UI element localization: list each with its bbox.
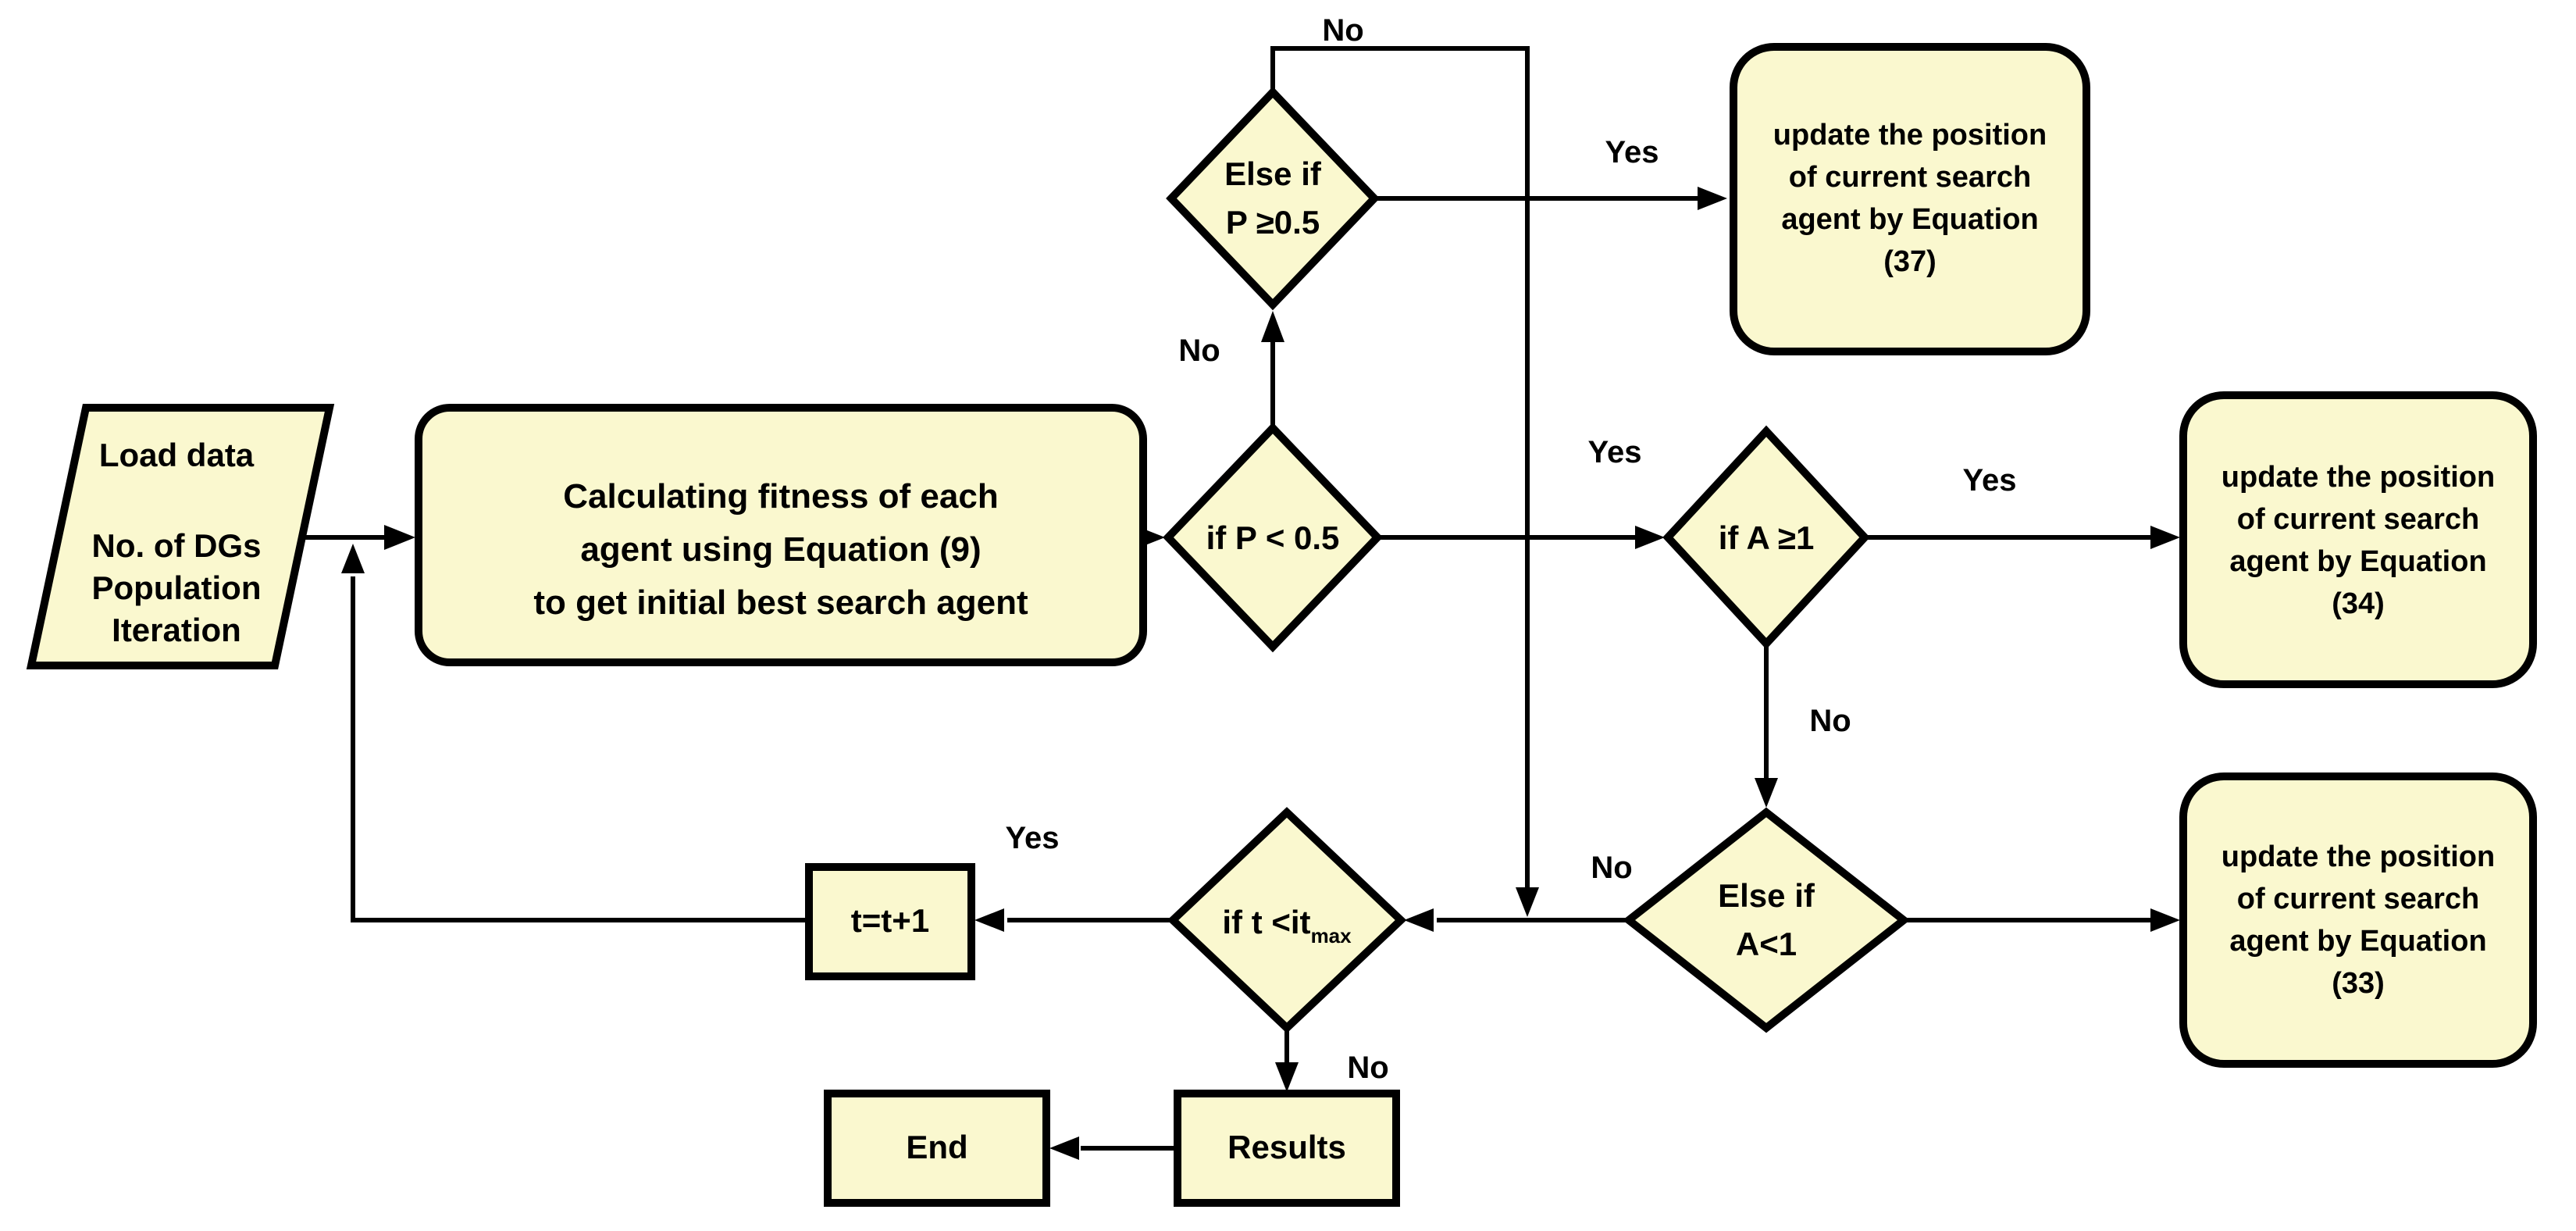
label-yes-if-a: Yes	[1962, 464, 2017, 498]
arrowhead-to-eq33	[2150, 908, 2180, 932]
label-no-loop-top: No	[1322, 14, 1364, 48]
edge-else-if-p-no-loop	[1270, 46, 1530, 889]
label-no-else-if-a: No	[1591, 851, 1633, 886]
node-calc-fitness	[415, 404, 1147, 666]
update-eq37-line-2: of current search	[1788, 162, 2032, 194]
node-update-eq34	[2179, 391, 2537, 688]
results-label: Results	[1227, 1130, 1346, 1166]
update-eq34-line-3: agent by Equation	[2229, 546, 2487, 579]
arrowhead-to-if-a	[1635, 526, 1665, 549]
update-eq33-line-2: of current search	[2236, 883, 2480, 916]
arrowhead-feedback-up	[341, 544, 365, 573]
arrowhead-to-increment	[974, 908, 1004, 932]
else-if-a-line-1: Else if	[1718, 879, 1815, 915]
node-else-if-a-diamond	[1622, 807, 1911, 1033]
label-no-if-a: No	[1809, 705, 1851, 739]
calc-fitness-line-2: agent using Equation (9)	[580, 530, 982, 569]
end-label: End	[906, 1130, 968, 1166]
label-yes-else-if-p: Yes	[1605, 136, 1659, 170]
update-eq34-line-2: of current search	[2236, 504, 2480, 537]
else-if-p-line-1: Else if	[1224, 157, 1321, 193]
if-t-main: if t <it	[1222, 905, 1311, 941]
node-else-if-p-diamond	[1166, 86, 1380, 311]
node-increment	[805, 863, 975, 980]
if-t-subscript: max	[1310, 924, 1352, 947]
node-input-parallelogram	[26, 404, 335, 669]
increment-label: t=t+1	[850, 904, 930, 940]
update-eq33-line-4: (33)	[2332, 968, 2385, 1001]
node-update-eq37	[1730, 43, 2090, 355]
update-eq37-line-3: agent by Equation	[1781, 204, 2039, 237]
node-if-a-diamond	[1662, 425, 1870, 650]
node-if-t-diamond	[1167, 807, 1407, 1033]
arrowhead-no-loop-down	[1516, 887, 1539, 917]
input-line-population: Population	[91, 571, 262, 607]
update-eq37-line-1: update the position	[1773, 120, 2047, 152]
node-if-p-diamond	[1163, 422, 1383, 653]
node-results	[1174, 1090, 1400, 1207]
node-update-eq33	[2179, 772, 2537, 1068]
update-eq37-line-4: (37)	[1883, 246, 1936, 279]
update-eq33-line-1: update the position	[2221, 841, 2496, 874]
if-a-label: if A ≥1	[1718, 521, 1815, 557]
if-p-label: if P < 0.5	[1206, 521, 1340, 557]
else-if-p-line-2: P ≥0.5	[1225, 205, 1320, 241]
arrowhead-to-results	[1275, 1062, 1299, 1092]
arrowhead-to-eq34	[2150, 526, 2180, 549]
update-eq34-line-1: update the position	[2221, 462, 2496, 494]
update-eq34-line-4: (34)	[2332, 588, 2385, 621]
node-end	[824, 1090, 1050, 1207]
arrowhead-if-p-no-up	[1261, 311, 1284, 342]
label-no-if-t: No	[1347, 1051, 1389, 1086]
arrowhead-to-eq37	[1698, 187, 1727, 210]
update-eq33-line-3: agent by Equation	[2229, 926, 2487, 958]
calc-fitness-line-1: Calculating fitness of each	[563, 476, 999, 516]
if-t-label: if t <itmax	[1222, 905, 1351, 946]
edge-increment-feedback	[351, 576, 809, 922]
arrowhead-to-else-if-a	[1755, 778, 1778, 808]
calc-fitness-line-3: to get initial best search agent	[533, 583, 1028, 622]
label-no-if-p: No	[1178, 334, 1220, 369]
arrowhead-input-to-calc	[384, 525, 415, 550]
input-line-load-data: Load data	[98, 438, 255, 474]
label-yes-if-p: Yes	[1587, 436, 1642, 470]
input-line-iteration: Iteration	[112, 613, 241, 649]
else-if-a-line-2: A<1	[1735, 927, 1797, 963]
arrowhead-to-end	[1049, 1136, 1079, 1160]
label-yes-if-t: Yes	[1005, 822, 1060, 856]
input-line-dgs: No. of DGs	[91, 529, 262, 565]
arrowhead-to-if-t	[1404, 908, 1434, 932]
